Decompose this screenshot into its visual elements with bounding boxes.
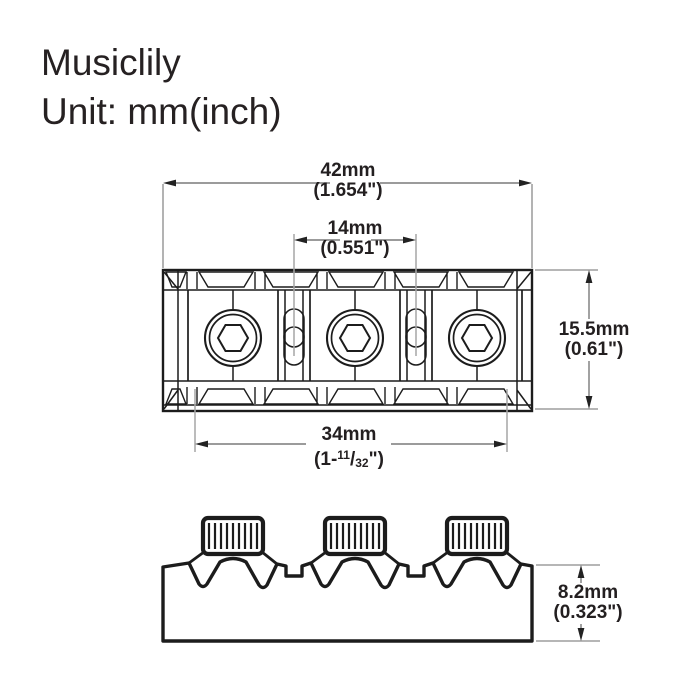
thumbscrew-1 bbox=[200, 515, 266, 557]
top-view bbox=[161, 268, 534, 413]
hex-bolt-3 bbox=[447, 290, 507, 381]
dim-label-depth: 15.5mm (0.61") bbox=[558, 319, 630, 360]
unit-note: Unit: mm(inch) bbox=[41, 91, 282, 132]
fraction-line: (1-11/32") bbox=[314, 448, 384, 470]
top-view-band-lines bbox=[163, 289, 532, 406]
dim-label-string-spread: 14mm (0.551") bbox=[320, 218, 390, 259]
extension-lines bbox=[162, 184, 600, 642]
sheet-title: Musiclily Unit: mm(inch) bbox=[41, 38, 282, 136]
extension-lines-light bbox=[194, 234, 508, 452]
dim-label-mounting-spacing: 34mm (1-11/32") bbox=[314, 425, 384, 473]
hex-socket-icon bbox=[338, 324, 372, 352]
dimension-line-segments bbox=[175, 182, 590, 629]
clamp-tent-lines bbox=[188, 550, 522, 566]
knurl-lines bbox=[329, 523, 381, 549]
dim-label-overall-width: 42mm (1.654") bbox=[313, 160, 383, 201]
thumbscrew-3 bbox=[444, 515, 510, 557]
dim-label-base-height: 8.2mm (0.323") bbox=[553, 582, 623, 623]
hex-socket-icon bbox=[460, 324, 494, 352]
thumbscrew-2 bbox=[322, 515, 388, 557]
dimension-lines bbox=[162, 179, 600, 642]
hex-bolt-1 bbox=[203, 290, 263, 381]
bottom-band-pattern bbox=[164, 387, 515, 405]
hex-bolt-2 bbox=[325, 290, 385, 381]
hex-socket-icon bbox=[216, 324, 250, 352]
knurl-lines bbox=[207, 523, 259, 549]
top-view-side-walls bbox=[163, 271, 532, 410]
clamp-pad-edges bbox=[187, 290, 523, 381]
side-view-base-profile bbox=[161, 556, 534, 643]
top-band-pattern bbox=[164, 271, 515, 289]
knurl-lines bbox=[451, 523, 503, 549]
arrowheads bbox=[163, 179, 593, 641]
top-view-body-outline bbox=[161, 268, 534, 413]
side-view bbox=[161, 515, 534, 643]
brand-name: Musiclily bbox=[41, 42, 181, 83]
